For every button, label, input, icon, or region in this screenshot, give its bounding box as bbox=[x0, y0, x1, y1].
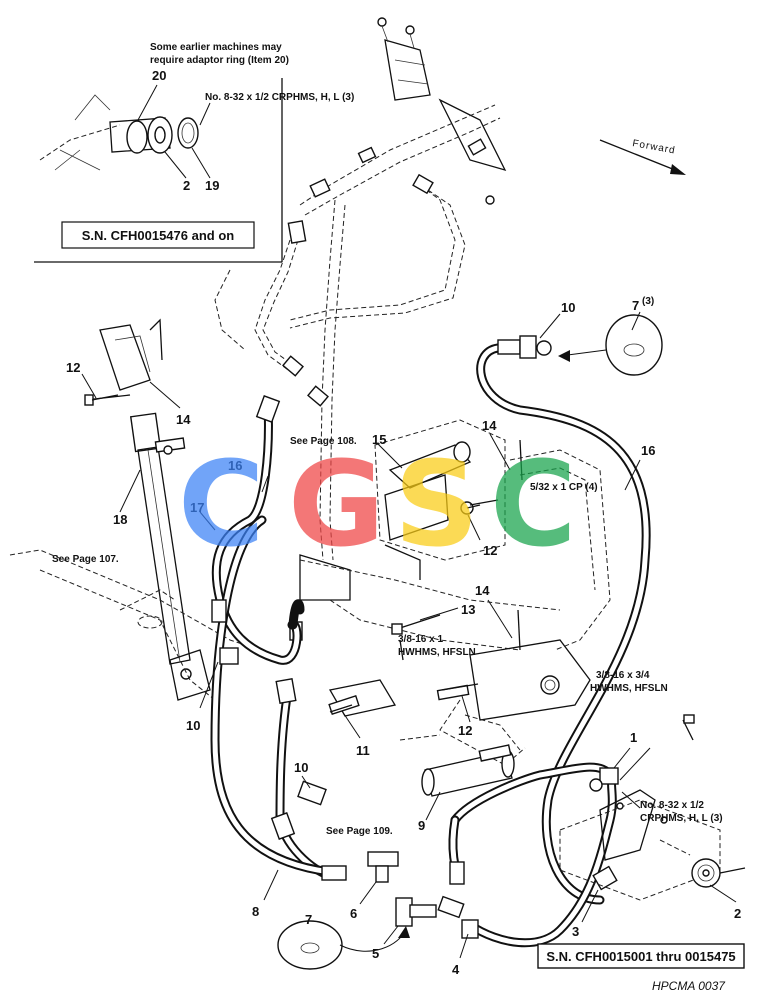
upper-fittings bbox=[282, 138, 487, 407]
watermark-letter-s: S bbox=[394, 435, 479, 573]
figure-id: HPCMA 0037 bbox=[652, 979, 726, 993]
callout-6: 6 bbox=[350, 906, 357, 921]
adapter-ring bbox=[126, 120, 148, 154]
mount-bracket bbox=[469, 639, 591, 721]
callout-10-top: 10 bbox=[561, 300, 575, 315]
forward-label: Forward bbox=[631, 138, 676, 156]
callout-14-left: 14 bbox=[176, 412, 191, 427]
callout-5: 5 bbox=[372, 946, 379, 961]
cylinder-rod-end bbox=[129, 412, 162, 453]
elbow-fitting-10-top bbox=[519, 335, 537, 359]
callout-16-right: 16 bbox=[641, 443, 655, 458]
forward-arrow bbox=[599, 139, 681, 173]
inset-adapter-assembly bbox=[39, 84, 211, 179]
disc-7-bottom bbox=[277, 920, 410, 970]
callout-1: 1 bbox=[630, 730, 637, 745]
callout-8: 8 bbox=[252, 904, 259, 919]
note-bolt1-line1: 3/8-16 x 1 bbox=[398, 634, 443, 645]
note-see-page-107: See Page 107. bbox=[52, 554, 119, 565]
hose-end-8 bbox=[321, 865, 347, 881]
callout-12-lower: 12 bbox=[458, 723, 472, 738]
watermark-letter-g: G bbox=[288, 435, 385, 573]
serial-box bbox=[537, 943, 745, 969]
callout-7-bottom: 7 bbox=[305, 912, 312, 927]
upper-valve-bracket bbox=[377, 17, 507, 205]
callout-7-qty: (3) bbox=[642, 296, 654, 307]
callouts: 12 14 18 10 15 14 12 13 14 12 11 10 9 8 … bbox=[66, 296, 741, 977]
forward-arrowhead bbox=[670, 164, 686, 175]
callout-7-top: 7 bbox=[632, 298, 639, 313]
notes: See Page 108. See Page 107. See Page 109… bbox=[52, 436, 723, 837]
snap-ring bbox=[177, 117, 199, 149]
inset-callout-2: 2 bbox=[183, 178, 190, 193]
tee-fitting-6 bbox=[367, 851, 399, 867]
callout-16-left: 16 bbox=[228, 458, 242, 473]
callout-15: 15 bbox=[372, 432, 386, 447]
upper-dashed-lines bbox=[214, 104, 501, 561]
bolts bbox=[91, 394, 695, 741]
disc-7-top bbox=[558, 314, 663, 376]
hose-end-4 bbox=[461, 919, 479, 939]
note-screw-line2: CRPHMS, H, L (3) bbox=[640, 813, 723, 824]
callout-12-center: 12 bbox=[483, 543, 497, 558]
note-screw-line1: No. 8-32 x 1/2 bbox=[640, 800, 704, 811]
callout-12-left: 12 bbox=[66, 360, 80, 375]
callout-10-lower: 10 bbox=[294, 760, 308, 775]
inset-panel: Some earlier machines may require adapto… bbox=[34, 42, 354, 263]
hose-end-fitting bbox=[497, 339, 521, 355]
callout-2: 2 bbox=[734, 906, 741, 921]
inset-serial-text: S.N. CFH0015476 and on bbox=[82, 228, 234, 243]
inset-note-line1: Some earlier machines may bbox=[150, 42, 282, 53]
watermark: C G S C bbox=[178, 435, 577, 573]
lower-cylinder bbox=[328, 679, 521, 797]
valve-spool bbox=[388, 444, 472, 489]
cylinder-left bbox=[84, 318, 211, 701]
hose-end-9 bbox=[449, 861, 465, 885]
right-frame-plate bbox=[439, 449, 611, 766]
callout-9: 9 bbox=[418, 818, 425, 833]
elbow-fitting-10-left bbox=[219, 647, 239, 665]
callout-4: 4 bbox=[452, 962, 460, 977]
forward-indicator: Forward bbox=[599, 138, 686, 175]
callout-3: 3 bbox=[572, 924, 579, 939]
callout-11: 11 bbox=[356, 743, 370, 758]
elbow-fitting-10-lower bbox=[297, 780, 327, 806]
inset-note-line2: require adaptor ring (Item 20) bbox=[150, 55, 289, 66]
note-see-page-108: See Page 108. bbox=[290, 436, 357, 447]
inset-callout-19: 19 bbox=[205, 178, 219, 193]
note-bolt1-line2: HWHMS, HFSLN bbox=[398, 647, 476, 658]
inset-callout-20: 20 bbox=[152, 68, 166, 83]
note-bolt2-line1: 3/8-16 x 3/4 bbox=[596, 670, 650, 681]
note-see-page-109: See Page 109. bbox=[326, 826, 393, 837]
elbow-fitting-3 bbox=[592, 865, 618, 891]
callout-14-center: 14 bbox=[482, 418, 497, 433]
inset-screw-note: No. 8-32 x 1/2 CRPHMS, H, L (3) bbox=[205, 92, 354, 103]
watermark-letter-c1: C bbox=[178, 435, 265, 573]
callout-14-right: 14 bbox=[475, 583, 490, 598]
watermark-letter-c2: C bbox=[490, 435, 577, 573]
callout-13: 13 bbox=[461, 602, 475, 617]
callout-17: 17 bbox=[190, 500, 204, 515]
center-valve-assembly bbox=[289, 419, 561, 651]
leader-lines bbox=[81, 311, 737, 959]
cylinder-body bbox=[137, 446, 191, 665]
callout-18: 18 bbox=[113, 512, 127, 527]
frame-dashed-outline bbox=[9, 549, 291, 701]
inset-serial-box bbox=[61, 221, 255, 249]
note-cotter-pin: 5/32 x 1 CP (4) bbox=[530, 482, 598, 493]
serial-text: S.N. CFH0015001 thru 0015475 bbox=[546, 949, 735, 964]
note-bolt2-line2: HWHMS, HFSLN bbox=[590, 683, 668, 694]
hose-fitting-17 bbox=[211, 599, 227, 623]
elbow-fitting-1 bbox=[599, 767, 619, 785]
lower-right-panel bbox=[559, 789, 746, 901]
callout-10-left: 10 bbox=[186, 718, 200, 733]
fittings bbox=[211, 335, 619, 939]
